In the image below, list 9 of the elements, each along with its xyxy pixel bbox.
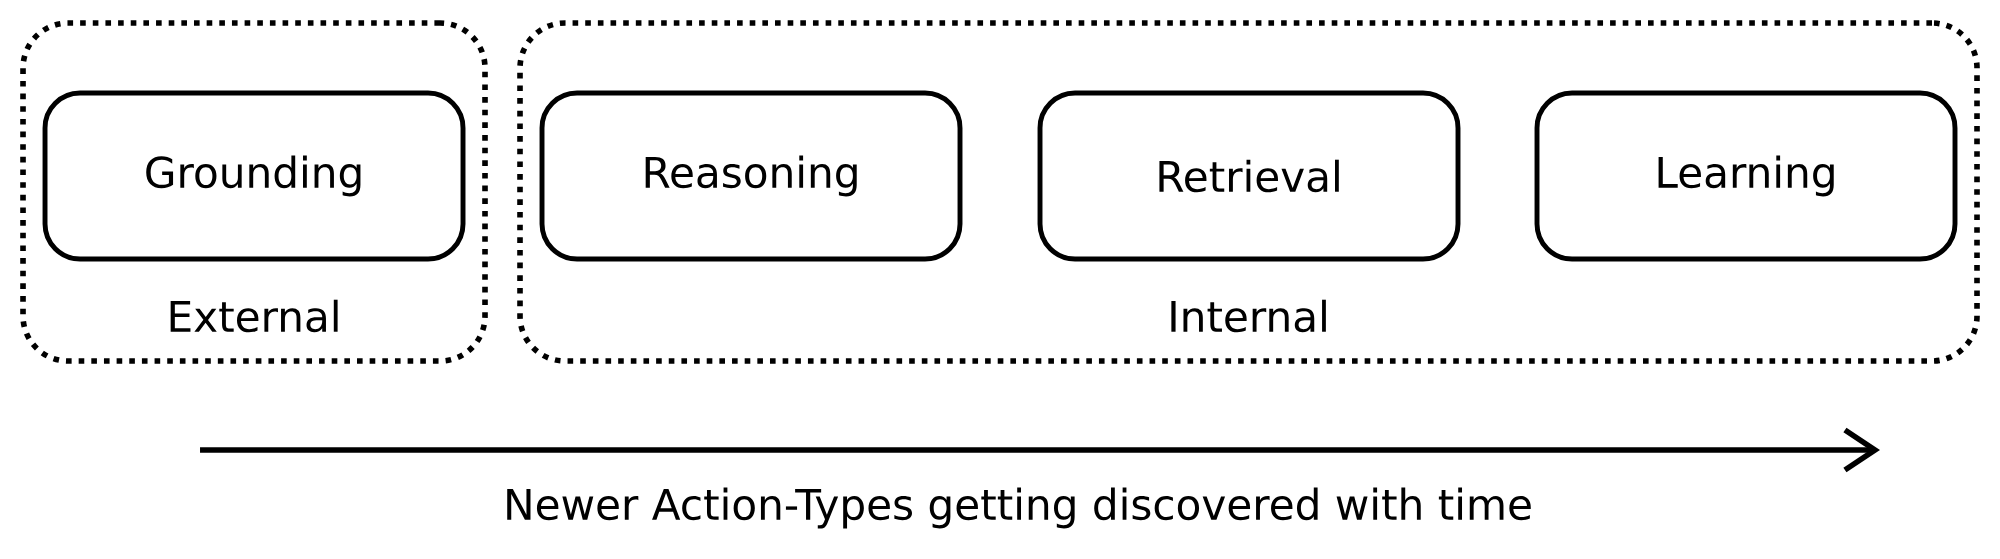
process-box: Retrieval <box>1037 90 1461 262</box>
process-box: Grounding <box>42 90 466 262</box>
group-label: External <box>170 299 338 333</box>
group-label: Internal <box>1171 299 1326 333</box>
group-box <box>517 20 1980 364</box>
process-box: Reasoning <box>539 90 963 262</box>
group-box <box>20 20 488 364</box>
process-box: Learning <box>1534 90 1958 262</box>
axis-caption: Newer Action-Types getting discovered with time <box>507 487 1531 529</box>
